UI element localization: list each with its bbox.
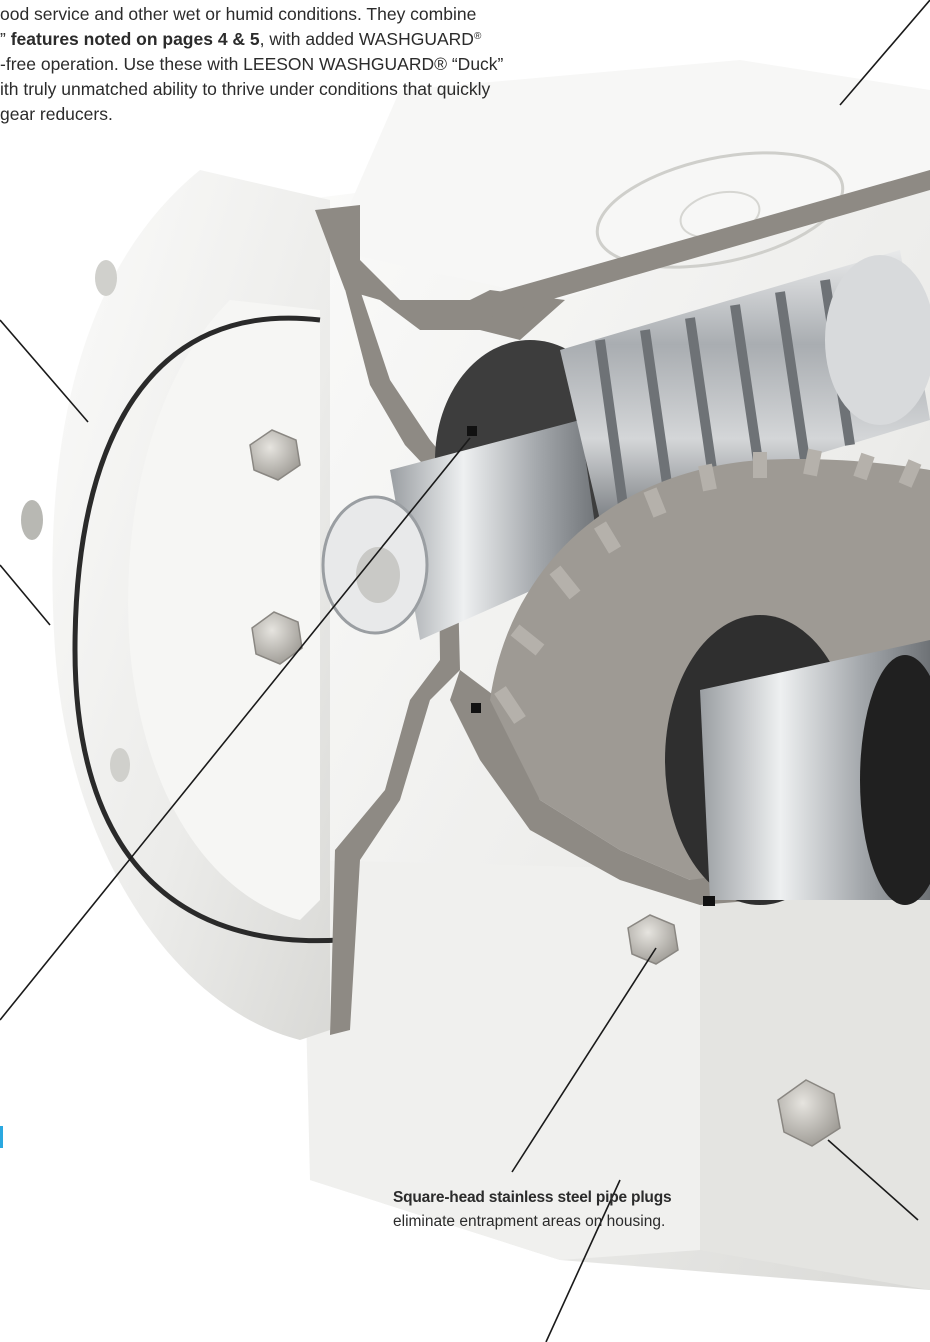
intro-line-2-rest: , with added WASHGUARD	[259, 29, 474, 49]
worm-gear-thread	[560, 250, 930, 521]
intro-pages-reference: features noted on pages 4 & 5	[10, 29, 260, 49]
registered-mark: ®	[473, 31, 482, 42]
hex-bolt-icon	[249, 429, 301, 481]
leader-line	[827, 1139, 919, 1221]
leader-line	[511, 947, 657, 1173]
intro-line-2: ” features noted on pages 4 & 5, with ad…	[0, 27, 900, 52]
leader-line	[545, 1179, 621, 1342]
seal-marker	[471, 703, 481, 713]
intro-paragraph: ood service and other wet or humid condi…	[0, 2, 900, 127]
shaft-keyway-bore	[356, 547, 400, 603]
callout-title: Square-head stainless steel pipe plugs	[393, 1189, 672, 1206]
input-shaft	[321, 340, 625, 640]
leader-line	[0, 564, 51, 626]
hex-bolt-icon	[251, 611, 303, 665]
callout-body: eliminate entrapment areas on housing.	[393, 1213, 666, 1230]
pipe-plug-callout: Square-head stainless steel pipe plugs e…	[393, 1186, 773, 1234]
leader-line	[0, 437, 471, 1021]
intro-line-2-prefix: ”	[0, 29, 11, 49]
o-ring-seal	[72, 315, 341, 944]
output-shaft-bearing	[665, 615, 930, 905]
intro-line-4: ith truly unmatched ability to thrive un…	[0, 79, 491, 99]
flange-mounting-hole	[95, 260, 117, 296]
leader-line	[839, 0, 930, 106]
intro-line-1: ood service and other wet or humid condi…	[0, 4, 477, 24]
mounting-flange	[21, 170, 330, 1040]
hex-bolt-icon	[777, 1079, 841, 1147]
flange-tapped-hole	[21, 500, 43, 540]
pipe-plug-icon	[627, 914, 679, 965]
intro-line-3: -free operation. Use these with LEESON W…	[0, 54, 504, 74]
page-accent-mark	[0, 1126, 3, 1148]
flange-mounting-hole	[110, 748, 130, 782]
seal-marker	[467, 426, 477, 436]
intro-line-5: gear reducers.	[0, 104, 113, 124]
seal-marker	[703, 896, 715, 906]
leader-line	[0, 319, 89, 423]
